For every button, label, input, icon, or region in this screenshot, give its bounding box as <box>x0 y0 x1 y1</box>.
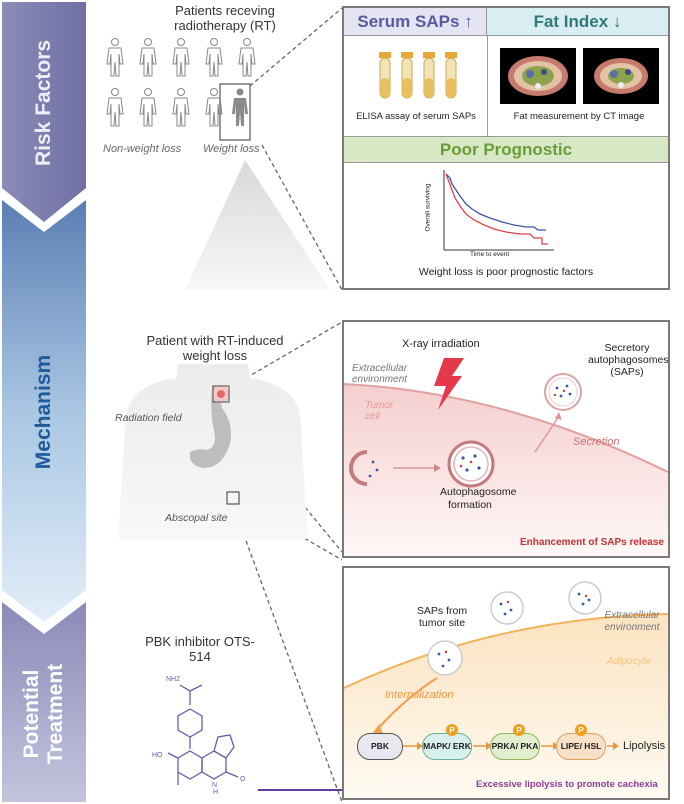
ct-caption: Fat measurement by CT image <box>513 111 645 122</box>
chem-nh2: NH2 <box>166 676 180 683</box>
fat-index-title: Fat Index <box>533 11 609 31</box>
mapk-erk-node: MAPK/ ERK <box>422 733 472 760</box>
torso-illustration <box>118 364 308 539</box>
serum-saps-title: Serum SAPs <box>357 11 460 31</box>
adipocyte-label: Adipocyte <box>607 656 651 667</box>
lipe-hsl-node: LIPE/ HSL <box>556 733 606 760</box>
phospho-badge-prka: P <box>513 724 525 736</box>
elisa-caption: ELISA assay of serum SAPs <box>356 111 476 122</box>
abscopal-site-label: Abscopal site <box>165 512 228 524</box>
km-curve-weightloss <box>445 173 548 245</box>
patients-title: Patients receving radiotherapy (RT) <box>174 3 276 33</box>
prka-pka-node: PRKA/ PKA <box>490 733 540 760</box>
phospho-badge-mapk: P <box>446 724 458 736</box>
lipolysis-label: Lipolysis <box>623 740 666 752</box>
chem-h: H <box>213 789 218 795</box>
stomach-icon <box>189 386 231 468</box>
lightning-icon <box>434 358 464 410</box>
km-xlabel: Time to event <box>470 251 510 258</box>
ots514-structure: NH2 HO O N H <box>152 676 246 795</box>
up-arrow-icon: ↑ <box>464 11 473 31</box>
km-caption: Weight loss is poor prognostic factors <box>418 266 594 278</box>
secretory-label: Secretory autophagosomes (SAPs) <box>588 342 669 378</box>
chem-ho: HO <box>152 752 163 759</box>
km-plot <box>443 170 554 251</box>
ct-images <box>500 48 659 104</box>
radiation-field-label: Radiation field <box>115 412 182 424</box>
serum-saps-header: Serum SAPs ↑ <box>344 8 487 36</box>
inhibitor-title: PBK inhibitor OTS-514 <box>145 634 255 664</box>
autophagosome-label: Autophagosome formation <box>440 486 517 511</box>
patient-figures <box>106 38 256 141</box>
chem-n: N <box>212 782 217 789</box>
patient-title: Patient with RT-induced weight loss <box>146 333 284 363</box>
pbk-node: PBK <box>357 733 403 760</box>
phospho-badge-lipe: P <box>575 724 587 736</box>
tumor-cell-label: Tumor cell <box>365 400 394 422</box>
internalization-label: Internalization <box>385 689 454 701</box>
km-curve-nonweight <box>445 173 546 231</box>
treatment-caption: Excessive lipolysis to promote cachexia <box>476 779 658 790</box>
secretion-label: Secretion <box>573 436 620 448</box>
sap-vesicles <box>375 581 602 730</box>
fat-index-header: Fat Index ↓ <box>487 8 668 36</box>
chevron-treatment <box>2 602 86 802</box>
chevron-mechanism <box>2 200 86 622</box>
non-weight-loss-label: Non-weight loss <box>103 143 182 155</box>
chevron-column <box>2 2 86 802</box>
header-divider <box>487 36 488 136</box>
down-arrow-icon: ↓ <box>612 11 622 31</box>
xray-label: X-ray irradiation <box>402 338 480 350</box>
elisa-tubes-icon <box>379 52 457 99</box>
release-caption: Enhancement of SAPs release <box>520 537 664 548</box>
mechanism-panel <box>342 320 670 558</box>
saps-from-label: SAPs from tumor site <box>416 605 468 629</box>
tumor-cell-membrane <box>344 383 668 556</box>
poor-prognostic-header: Poor Prognostic <box>344 136 668 163</box>
weight-loss-label: Weight loss <box>203 143 260 155</box>
extracellular-label: Extracellular environment <box>352 363 408 385</box>
focus-cone <box>185 160 330 290</box>
treatment-extracellular-label: Extracellular environment <box>604 610 660 633</box>
chem-o: O <box>240 776 246 783</box>
autophagy-diagram <box>349 373 582 488</box>
chevron-risk <box>2 2 86 222</box>
